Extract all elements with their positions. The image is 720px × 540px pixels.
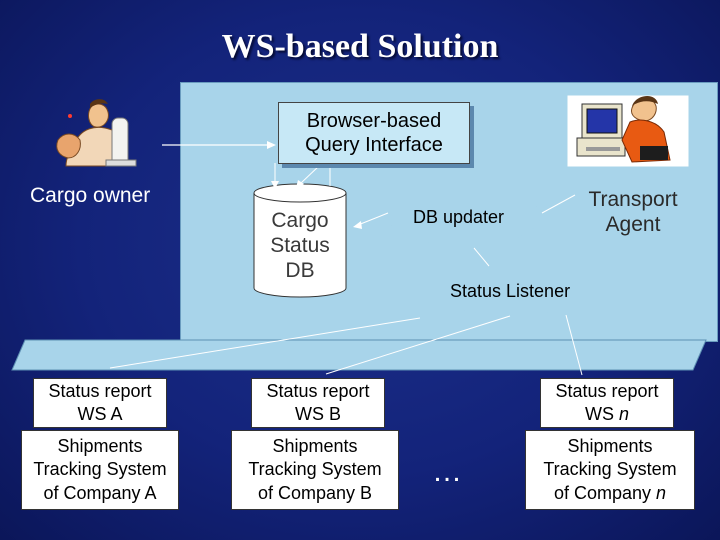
listener-to-updater-line	[473, 247, 490, 267]
track-a-var: A	[144, 482, 157, 503]
wsb-to-listener-line	[325, 315, 511, 375]
ws-a-line2: WS A	[34, 403, 166, 426]
track-b-line2: Tracking System	[248, 459, 382, 480]
db-updater-oval	[387, 185, 541, 247]
db-label-line3: DB	[285, 259, 315, 283]
track-b-line3: of Company B	[232, 482, 398, 505]
track-n-line2: Tracking System	[543, 459, 677, 480]
track-a-prefix: of Company	[43, 482, 145, 503]
ws-n-var: n	[618, 404, 629, 424]
computer-operator-icon	[567, 95, 689, 167]
track-n-prefix: of Company	[553, 482, 657, 503]
ws-box-a: Status report WS A	[33, 378, 167, 428]
database-cylinder	[253, 183, 347, 298]
ws-a-prefix: WS	[77, 404, 111, 424]
browser-to-db-arrow	[299, 164, 321, 185]
track-n-var: n	[656, 482, 667, 503]
wsn-to-listener-line	[565, 314, 583, 376]
ws-n-line1: Status report	[555, 380, 659, 401]
database-label: Cargo Status DB	[250, 208, 350, 284]
track-a-line2: Tracking System	[33, 459, 167, 480]
transport-agent-label: Transport Agent	[573, 187, 693, 237]
wsa-to-listener-line	[109, 317, 421, 369]
ws-b-var: B	[328, 404, 341, 424]
transport-agent-line2: Agent	[605, 213, 661, 237]
browser-query-interface: Browser-based Query Interface	[278, 102, 470, 164]
track-n-line1: Shipments	[567, 435, 653, 456]
tracking-system-n: Shipments Tracking System of Company n	[525, 430, 695, 510]
tracking-system-b: Shipments Tracking System of Company B	[231, 430, 399, 510]
page-title: WS-based Solution	[221, 28, 499, 65]
tracking-system-a: Shipments Tracking System of Company A	[21, 430, 179, 510]
ws-a-var: A	[110, 404, 123, 424]
browser-label-line1: Browser-based	[306, 110, 442, 132]
track-a-line1: Shipments	[57, 435, 143, 456]
ws-b-line1: Status report	[266, 380, 370, 401]
ws-b-prefix: WS	[294, 404, 329, 424]
track-b-line1: Shipments	[272, 435, 358, 456]
ws-box-b: Status report WS B	[251, 378, 385, 428]
updater-to-db-arrow	[357, 212, 389, 226]
status-listener-label: Status Listener	[450, 281, 571, 301]
track-n-line3: of Company n	[526, 482, 694, 505]
ws-n-prefix: WS	[584, 404, 619, 424]
ws-bus	[11, 339, 707, 371]
status-listener-oval	[429, 264, 595, 316]
ws-n-line2: WS n	[541, 403, 673, 426]
cargo-owner-label: Cargo owner	[30, 184, 151, 207]
db-label-line2: Status	[270, 234, 330, 258]
track-b-var: B	[360, 482, 373, 503]
ws-b-line2: WS B	[252, 403, 384, 426]
ws-a-line1: Status report	[48, 380, 152, 401]
transport-agent-line1: Transport	[588, 188, 678, 211]
browser-label-line2: Query Interface	[305, 134, 443, 156]
track-b-prefix: of Company	[257, 482, 361, 503]
db-updater-label: DB updater	[413, 207, 505, 227]
db-label-line1: Cargo	[271, 209, 329, 232]
more-companies-ellipsis: …	[432, 455, 466, 488]
person-icon	[56, 99, 137, 167]
ws-box-n: Status report WS n	[540, 378, 674, 428]
track-a-line3: of Company A	[22, 482, 178, 505]
agent-to-updater-line	[541, 194, 576, 214]
